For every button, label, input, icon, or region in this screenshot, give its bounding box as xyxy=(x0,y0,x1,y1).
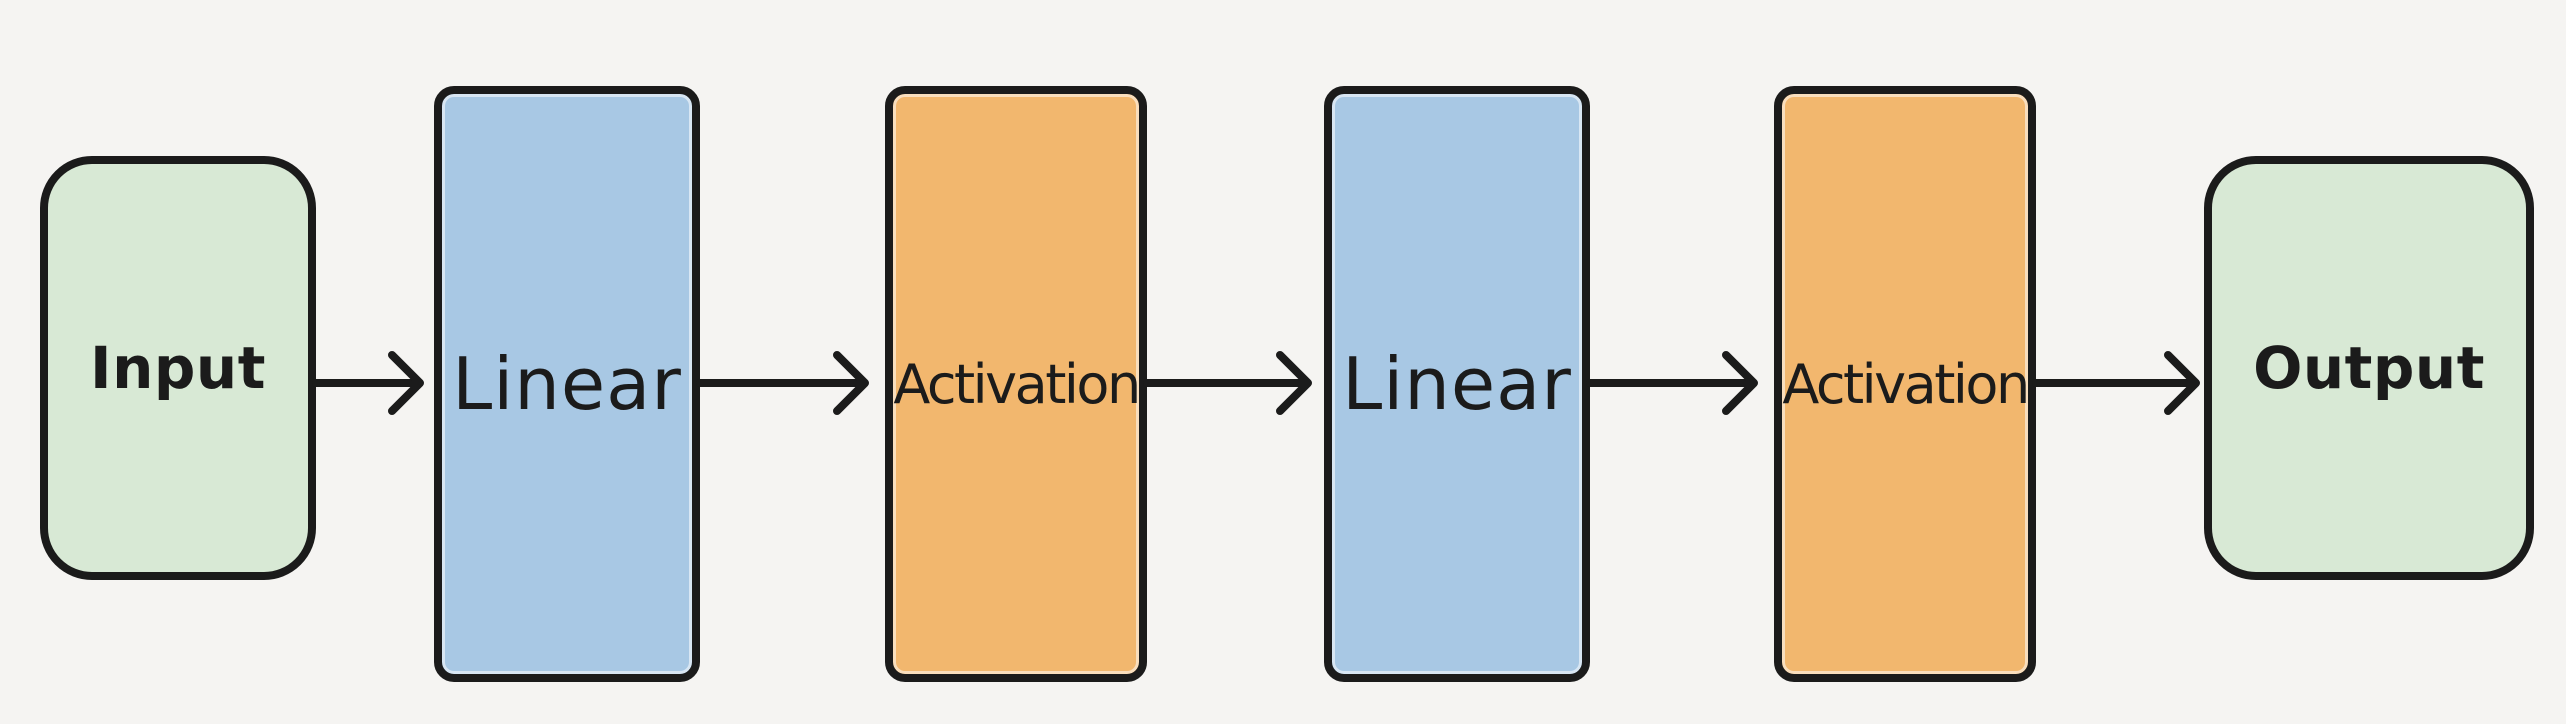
activation-layer-1-label: Activation xyxy=(893,352,1141,416)
output-node-label: Output xyxy=(2253,334,2485,402)
activation-layer-2-node: Activation xyxy=(1774,86,2036,682)
linear-layer-2-label: Linear xyxy=(1342,342,1572,426)
input-node: Input xyxy=(40,156,316,580)
activation-layer-2-label: Activation xyxy=(1782,352,2030,416)
arrow-linear-1-to-activation-1 xyxy=(696,351,869,415)
arrow-activation-1-to-linear-2 xyxy=(1143,351,1312,415)
arrow-activation-2-to-output xyxy=(2032,351,2200,415)
linear-layer-1-label: Linear xyxy=(452,342,682,426)
activation-layer-1-node: Activation xyxy=(885,86,1147,682)
linear-layer-1-node: Linear xyxy=(434,86,700,682)
input-node-label: Input xyxy=(90,334,266,402)
output-node: Output xyxy=(2204,156,2534,580)
arrow-input-to-linear-1 xyxy=(312,351,424,415)
arrow-linear-2-to-activation-2 xyxy=(1586,351,1758,415)
linear-layer-2-node: Linear xyxy=(1324,86,1590,682)
